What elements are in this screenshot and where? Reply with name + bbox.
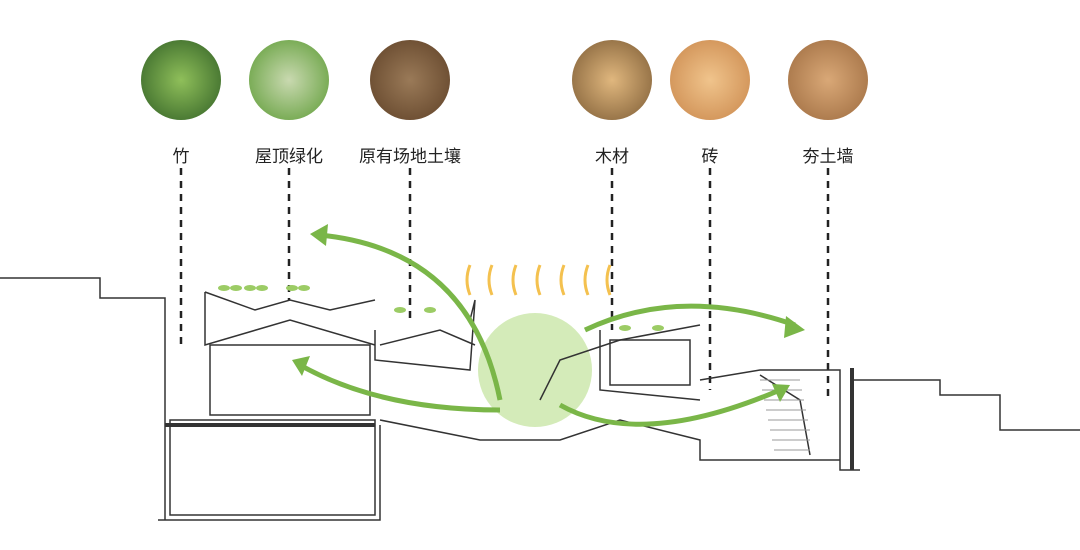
material-soil: 原有场地土壤 [345,40,475,167]
stair-hatching [760,379,810,451]
bamboo-photo-icon [141,40,221,120]
rammed-earth-photo-icon [788,40,868,120]
material-label: 屋顶绿化 [255,147,323,167]
sun-glow [478,313,592,427]
heat-rising-arrows [465,264,612,296]
material-timber: 木材 [547,40,677,167]
timber-logs-photo-icon [572,40,652,120]
green-roof-photo-icon [249,40,329,120]
leader-lines [179,168,830,400]
material-label: 砖 [701,147,719,167]
soil-photo-icon [370,40,450,120]
plant-sprouts [218,285,664,331]
material-green-roof: 屋顶绿化 [224,40,354,167]
material-label: 夯土墙 [802,147,854,167]
section-lines [0,277,1080,521]
airflow-arrows [298,232,796,427]
material-bamboo: 竹 [116,40,246,167]
material-label: 木材 [595,147,629,167]
material-label: 原有场地土壤 [359,147,461,167]
brick-photo-icon [670,40,750,120]
material-rammed-earth: 夯土墙 [763,40,893,167]
material-label: 竹 [172,147,190,167]
arrow-heads [292,224,805,402]
material-brick: 砖 [645,40,775,167]
